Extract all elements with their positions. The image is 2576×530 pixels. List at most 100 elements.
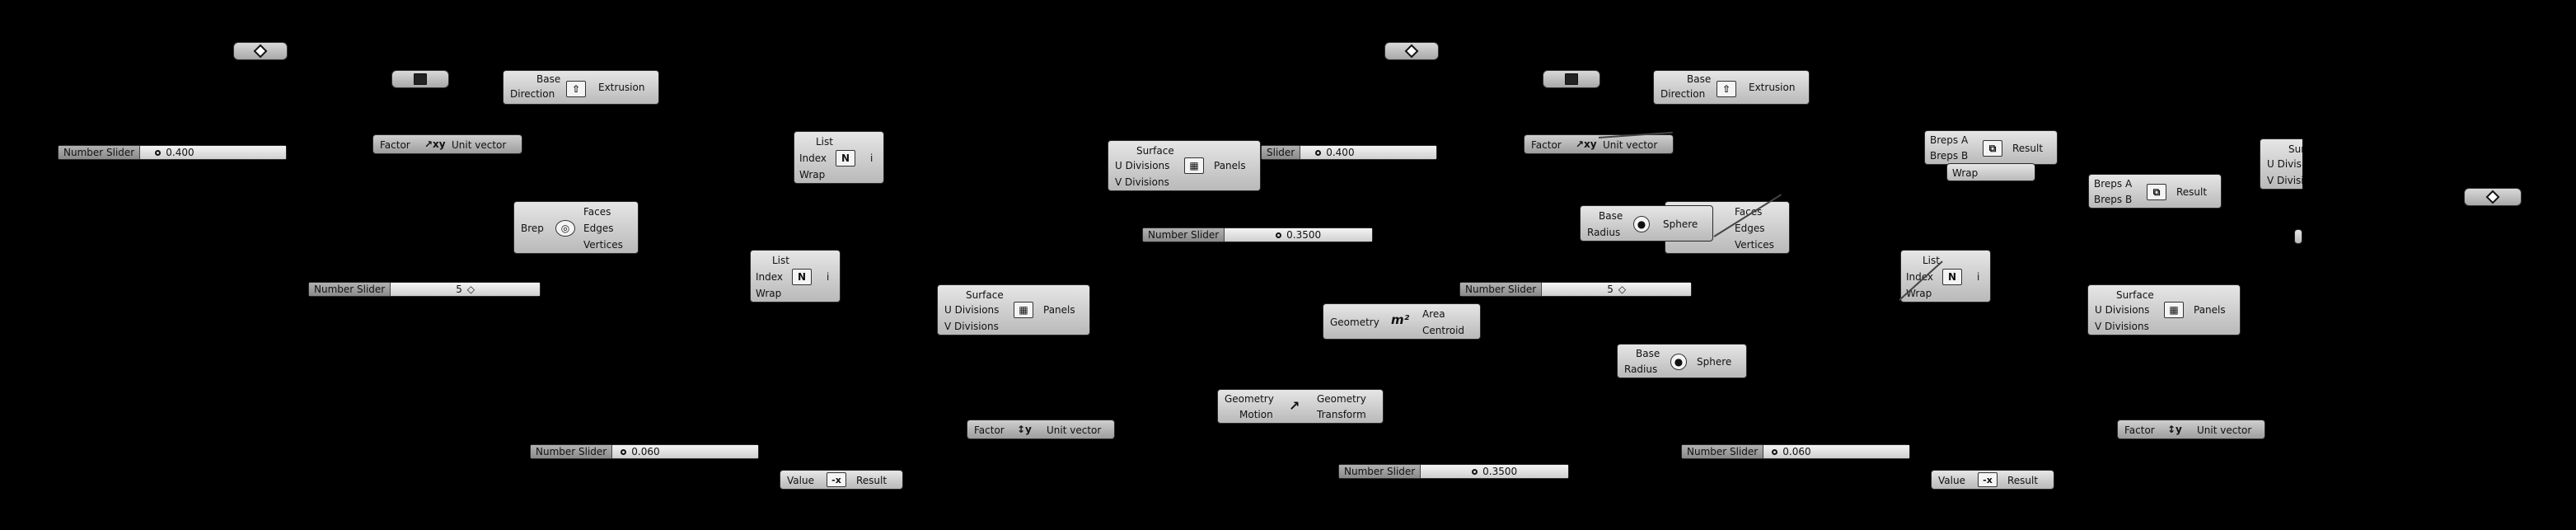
- surface-input[interactable]: Surface: [2288, 143, 2302, 155]
- list-input[interactable]: List: [772, 255, 789, 266]
- vertices-output[interactable]: Vertices: [583, 239, 623, 251]
- factor-input[interactable]: Factor: [2124, 424, 2155, 436]
- number-slider[interactable]: Number Slider 0.3500: [1338, 464, 1569, 479]
- sphere-component[interactable]: Base Radius ● Sphere: [1580, 205, 1713, 242]
- u-divisions-input[interactable]: U Divisions: [2267, 158, 2302, 170]
- extrusion-output[interactable]: Extrusion: [1749, 82, 1796, 93]
- slider-knob[interactable]: [621, 448, 627, 455]
- extrusion-output[interactable]: Extrusion: [598, 82, 645, 93]
- solid-boolean-component[interactable]: Breps A Breps B ⧉ Result: [2088, 174, 2222, 209]
- slider-knob-icon[interactable]: ◇: [466, 284, 475, 295]
- area-component[interactable]: Geometry m² Area Centroid: [1323, 303, 1481, 340]
- geometry-output[interactable]: Geometry: [1317, 393, 1366, 405]
- vertices-output[interactable]: Vertices: [1735, 239, 1774, 251]
- panels-output[interactable]: Panels: [2194, 304, 2226, 316]
- base-input[interactable]: Base: [1599, 210, 1623, 222]
- negative-component[interactable]: Value -x Result: [1931, 470, 2054, 490]
- v-divisions-input[interactable]: V Divisions: [2267, 175, 2302, 186]
- gluon-badge-far-right[interactable]: [2464, 188, 2522, 206]
- motion-input[interactable]: Motion: [1239, 409, 1273, 420]
- wrap-input[interactable]: Wrap: [756, 288, 782, 299]
- v-divisions-input[interactable]: V Divisions: [944, 321, 999, 332]
- extrusion-component[interactable]: Base Direction ⇧ Extrusion: [503, 70, 659, 105]
- wrap-input[interactable]: Wrap: [799, 169, 826, 181]
- factor-input[interactable]: Factor: [974, 424, 1005, 436]
- value-input[interactable]: Value: [1938, 475, 1965, 486]
- slider-knob[interactable]: [1772, 448, 1778, 455]
- base-input[interactable]: Base: [1636, 348, 1660, 359]
- radius-input[interactable]: Radius: [1624, 363, 1658, 375]
- item-output[interactable]: i: [1977, 271, 1980, 283]
- negative-component[interactable]: Value -x Result: [780, 470, 903, 490]
- transform-output[interactable]: Transform: [1317, 409, 1366, 420]
- slider-knob[interactable]: [1315, 149, 1322, 156]
- divide-surface-component[interactable]: Surface U Divisions V Divisions ▦ Panels: [2087, 284, 2241, 335]
- geometry-input[interactable]: Geometry: [1330, 317, 1379, 328]
- book-badge-right[interactable]: [1543, 70, 1600, 88]
- item-output[interactable]: i: [827, 271, 830, 283]
- slider-knob[interactable]: [1472, 468, 1478, 475]
- unit-vector-output[interactable]: Unit vector: [1603, 139, 1658, 151]
- panels-output[interactable]: Panels: [1214, 160, 1246, 171]
- base-input[interactable]: Base: [536, 73, 561, 85]
- result-output[interactable]: Result: [856, 475, 888, 486]
- list-item-component[interactable]: List Index Wrap N i: [1900, 250, 1991, 303]
- factor-input[interactable]: Factor: [380, 139, 410, 151]
- factor-input[interactable]: Factor: [1531, 139, 1562, 151]
- faces-output[interactable]: Faces: [583, 206, 611, 218]
- u-divisions-input[interactable]: U Divisions: [1115, 160, 1170, 171]
- divide-surface-component[interactable]: Surface U Divisions V Divisions ▦ Panels: [937, 284, 1090, 335]
- unit-vector-output[interactable]: Unit vector: [2197, 424, 2252, 436]
- slider-track[interactable]: 0.3500: [1421, 465, 1568, 478]
- value-input[interactable]: Value: [787, 475, 814, 486]
- u-divisions-input[interactable]: U Divisions: [944, 304, 1000, 316]
- v-divisions-input[interactable]: V Divisions: [1115, 176, 1169, 188]
- number-slider[interactable]: Number Slider 5◇: [308, 282, 541, 297]
- breps-a-input[interactable]: Breps A: [2094, 178, 2133, 190]
- result-output[interactable]: Result: [2012, 143, 2044, 154]
- radius-input[interactable]: Radius: [1587, 227, 1621, 238]
- list-input[interactable]: List: [1923, 255, 1940, 266]
- unit-vector-component[interactable]: Factor ↕y Unit vector: [2117, 420, 2265, 439]
- slider-track[interactable]: 0.400: [140, 146, 286, 159]
- surface-input[interactable]: Surface: [2116, 289, 2154, 301]
- edges-output[interactable]: Edges: [1735, 223, 1765, 234]
- breps-a-input[interactable]: Breps A: [1930, 134, 1969, 146]
- number-slider-partial[interactable]: Slider 0.400: [1261, 145, 1437, 160]
- slider-track[interactable]: 5◇: [1542, 283, 1691, 296]
- direction-input[interactable]: Direction: [1660, 88, 1706, 100]
- geometry-input[interactable]: Geometry: [1225, 393, 1274, 405]
- slider-knob-icon[interactable]: ◇: [1618, 284, 1627, 295]
- extrusion-component[interactable]: Base Direction ⇧ Extrusion: [1653, 70, 1810, 105]
- wrap-input[interactable]: Wrap: [1906, 288, 1932, 299]
- surface-input[interactable]: Surface: [966, 289, 1004, 301]
- index-input[interactable]: Index: [756, 271, 784, 283]
- breps-b-input[interactable]: Breps B: [1930, 150, 1969, 162]
- solid-boolean-component[interactable]: Breps A Breps B ⧉ Result: [1924, 130, 2058, 165]
- list-item-component[interactable]: List Index Wrap N i: [794, 131, 884, 184]
- number-slider[interactable]: Number Slider 0.400: [58, 145, 287, 160]
- divide-surface-component[interactable]: Surface U Divisions V Divisions: [2260, 138, 2302, 190]
- number-slider[interactable]: Number Slider 0.060: [1681, 444, 1910, 459]
- slider-track[interactable]: 0.060: [612, 445, 758, 458]
- divide-surface-component[interactable]: Surface U Divisions V Divisions ▦ Panels: [1108, 140, 1261, 191]
- v-divisions-input[interactable]: V Divisions: [2095, 321, 2149, 332]
- panels-output[interactable]: Panels: [1043, 304, 1075, 316]
- result-output[interactable]: Result: [2007, 475, 2039, 486]
- u-divisions-input[interactable]: U Divisions: [2095, 304, 2150, 316]
- slider-knob[interactable]: [155, 149, 162, 156]
- slider-track[interactable]: 0.400: [1300, 146, 1436, 159]
- unit-vector-component[interactable]: Factor ↗xy Unit vector: [372, 134, 522, 154]
- gluon-badge-right[interactable]: [1384, 42, 1439, 60]
- number-slider[interactable]: Number Slider 5◇: [1459, 282, 1692, 297]
- slider-track[interactable]: 0.3500: [1225, 228, 1372, 242]
- sphere-component[interactable]: Base Radius ● Sphere: [1617, 344, 1747, 378]
- gluon-badge-left[interactable]: [233, 42, 288, 60]
- sphere-output[interactable]: Sphere: [1663, 218, 1698, 230]
- sphere-output[interactable]: Sphere: [1697, 356, 1732, 368]
- edges-output[interactable]: Edges: [583, 223, 614, 234]
- number-slider[interactable]: Number Slider 0.3500: [1142, 227, 1373, 242]
- unit-vector-output[interactable]: Unit vector: [1047, 424, 1102, 436]
- brep-input[interactable]: Brep: [521, 223, 544, 234]
- slider-track[interactable]: 0.060: [1763, 445, 1909, 458]
